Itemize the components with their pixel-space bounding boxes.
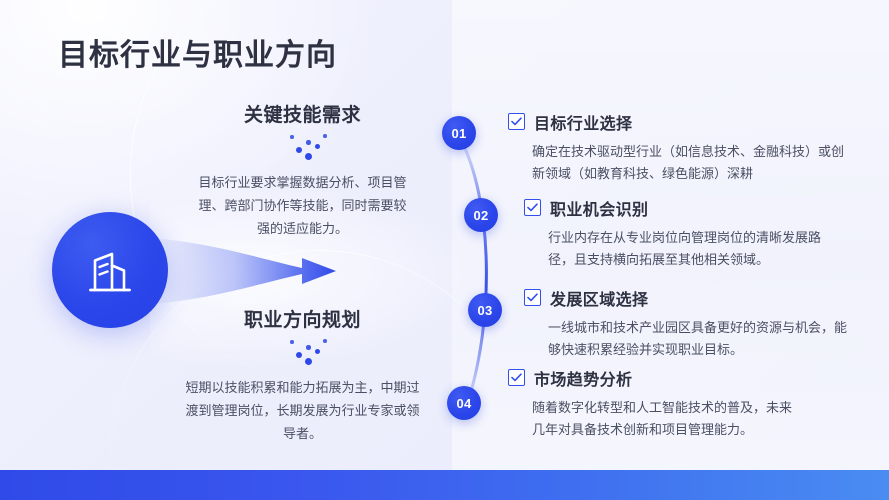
page-title: 目标行业与职业方向 xyxy=(58,39,337,72)
timeline-node-03[interactable]: 03 xyxy=(468,293,502,327)
left-block-heading: 职业方向规划 xyxy=(243,310,361,331)
checklist-item-market-trend[interactable]: 市场趋势分析 随着数字化转型和人工智能技术的普及，未来几年对具备技术创新和项目管… xyxy=(508,366,800,441)
office-building-icon xyxy=(83,243,137,297)
checkbox-checked-icon[interactable] xyxy=(524,199,541,216)
checklist-item-target-industry[interactable]: 目标行业选择 确定在技术驱动型行业（如信息技术、金融科技）或创新领域（如教育科技… xyxy=(508,110,848,185)
industry-badge xyxy=(52,212,168,328)
checklist-item-title: 目标行业选择 xyxy=(534,116,633,133)
checklist-item-title: 发展区域选择 xyxy=(550,292,649,309)
timeline-node-02[interactable]: 02 xyxy=(464,198,498,232)
checkbox-checked-icon[interactable] xyxy=(524,289,541,306)
checklist-item-header: 发展区域选择 xyxy=(524,286,848,310)
checklist-item-title: 市场趋势分析 xyxy=(534,372,633,389)
dot-cluster-icon xyxy=(175,338,430,365)
left-block-body: 目标行业要求掌握数据分析、项目管理、跨部门协作等技能，同时需要较强的适应能力。 xyxy=(198,175,407,236)
timeline-node-01[interactable]: 01 xyxy=(442,116,476,150)
checklist-item-header: 职业机会识别 xyxy=(524,196,844,220)
checklist-item-header: 目标行业选择 xyxy=(508,110,848,134)
checkbox-checked-icon[interactable] xyxy=(508,113,525,130)
left-block-key-skills: 关键技能需求 目标行业要求掌握数据分析、项目管理、跨部门协作等技能，同时需要较强… xyxy=(175,100,430,240)
left-block-career-path: 职业方向规划 短期以技能积累和能力拓展为主，中期过渡到管理岗位，长期发展为行业专… xyxy=(175,305,430,445)
checklist-item-header: 市场趋势分析 xyxy=(508,366,800,390)
bottom-accent-bar xyxy=(0,470,889,500)
left-block-body: 短期以技能积累和能力拓展为主，中期过渡到管理岗位，长期发展为行业专家或领导者。 xyxy=(185,380,420,441)
timeline-node-04[interactable]: 04 xyxy=(447,386,481,420)
checkbox-checked-icon[interactable] xyxy=(508,369,525,386)
checklist-item-region-selection[interactable]: 发展区域选择 一线城市和技术产业园区具备更好的资源与机会，能够快速积累经验并实现… xyxy=(524,286,848,361)
checklist-item-body: 一线城市和技术产业园区具备更好的资源与机会，能够快速积累经验并实现职业目标。 xyxy=(548,320,848,357)
checklist-item-title: 职业机会识别 xyxy=(550,202,649,219)
checklist-item-body: 随着数字化转型和人工智能技术的普及，未来几年对具备技术创新和项目管理能力。 xyxy=(532,400,793,437)
checklist-item-career-opportunity[interactable]: 职业机会识别 行业内存在从专业岗位向管理岗位的清晰发展路径，且支持横向拓展至其他… xyxy=(524,196,844,271)
dot-cluster-icon xyxy=(175,133,430,160)
left-block-heading: 关键技能需求 xyxy=(243,105,361,126)
checklist-item-body: 行业内存在从专业岗位向管理岗位的清晰发展路径，且支持横向拓展至其他相关领域。 xyxy=(548,230,822,267)
checklist-item-body: 确定在技术驱动型行业（如信息技术、金融科技）或创新领域（如教育科技、绿色能源）深… xyxy=(532,144,845,181)
flow-arrow-icon xyxy=(150,232,360,310)
